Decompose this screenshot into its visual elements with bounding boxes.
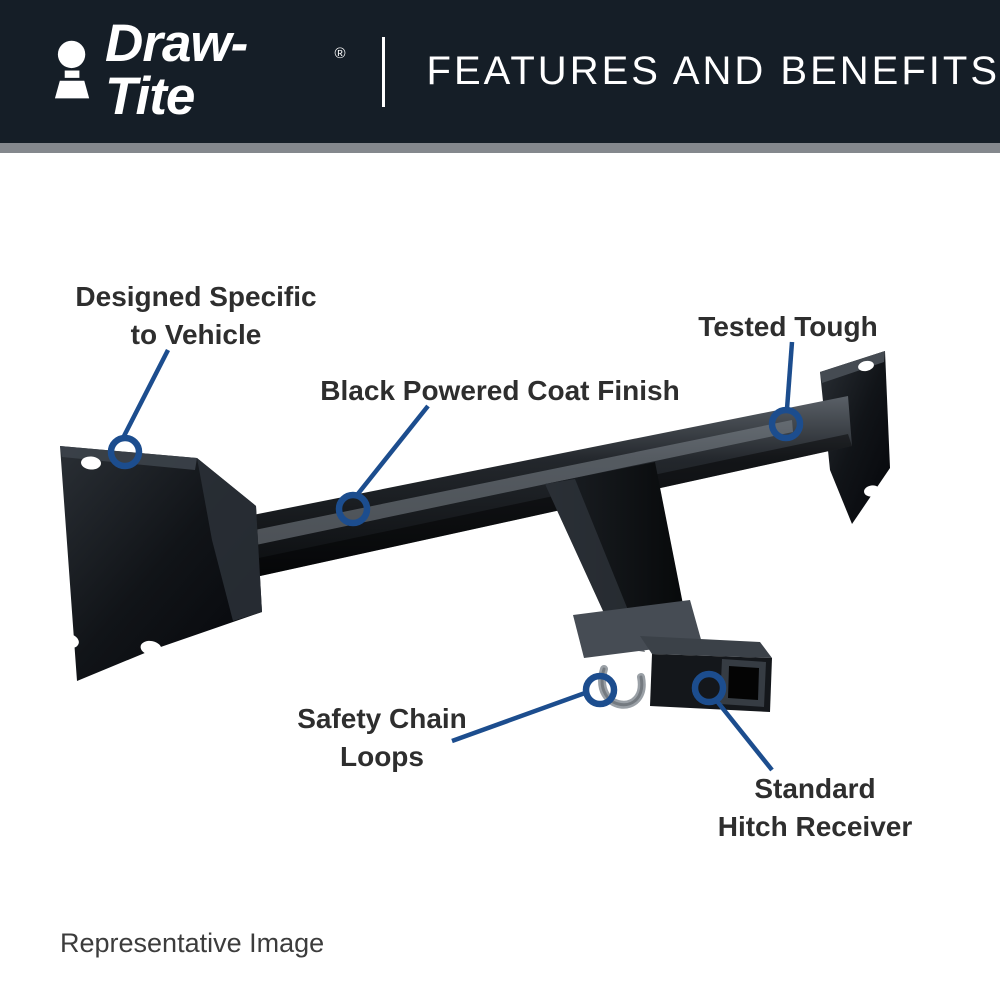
callout-label-hitch-receiver: Standard Hitch Receiver [698, 770, 932, 846]
callout-line-black-coat [355, 404, 430, 497]
callout-text-line: Standard [754, 773, 876, 804]
callout-text-line: Loops [340, 741, 424, 773]
callout-line-hitch-receiver [714, 698, 774, 772]
bolt-hole [81, 456, 101, 470]
bolt-hole [140, 640, 162, 656]
callout-text-line: Safety Chain [297, 703, 467, 734]
callout-label-tested-tough: Tested Tough [686, 308, 890, 346]
right-bracket-plate [820, 351, 890, 524]
callout-text-line: Hitch Receiver [717, 811, 913, 843]
callout-ring-tested-tough [768, 406, 804, 442]
safety-chain-loop [598, 665, 646, 709]
callout-line-tested-tough [784, 341, 795, 410]
left-mounting-plate [59, 446, 262, 681]
brand-name: Draw-Tite [105, 13, 248, 126]
header-underline [0, 143, 1000, 153]
right-mounting-bracket [820, 351, 890, 524]
callout-label-safety-chain: Safety Chain Loops [288, 700, 476, 776]
callout-text-line: Designed Specific [75, 281, 317, 312]
callout-text-line: Black Powered Coat Finish [320, 375, 680, 406]
hitch-ball-icon [54, 40, 90, 98]
gusset-highlight [545, 479, 645, 652]
receiver-assembly [545, 462, 772, 712]
bar-highlight [250, 420, 793, 546]
callout-ring-black-coat [335, 491, 371, 527]
cross-member-bar [238, 396, 852, 580]
brand-logo: Draw-Tite ® [52, 13, 346, 126]
left-plate-edge-highlight [60, 446, 197, 470]
callout-ring-hitch-receiver [691, 670, 727, 706]
callout-label-black-coat: Black Powered Coat Finish [308, 372, 692, 410]
callout-ring-safety-chain [582, 672, 618, 708]
receiver-tube-top [640, 636, 772, 658]
registered-mark-icon: ® [334, 44, 346, 62]
bar-lower-shadow [240, 434, 852, 580]
header: Draw-Tite ® FEATURES AND BENEFITS [0, 0, 1000, 143]
chain-loop-shade [600, 667, 644, 707]
right-bracket-edge-highlight [820, 351, 885, 383]
callout-label-designed-specific: Designed Specific to Vehicle [58, 278, 334, 354]
bolt-hole [858, 360, 874, 372]
callout-ring-designed-specific [107, 434, 143, 470]
page-title: FEATURES AND BENEFITS [426, 49, 1000, 93]
callout-graphics [107, 341, 804, 772]
bolt-hole [864, 485, 880, 497]
bolt-hole [59, 633, 79, 649]
representative-image-caption: Representative Image [60, 928, 325, 958]
callout-text-line: to Vehicle [130, 319, 262, 351]
header-divider [381, 36, 385, 107]
callout-line-designed-specific [120, 348, 171, 440]
callout-text-line: Tested Tough [698, 311, 878, 342]
receiver-opening [728, 666, 759, 700]
callout-line-safety-chain [451, 690, 586, 744]
left-plate-fold [197, 458, 262, 621]
